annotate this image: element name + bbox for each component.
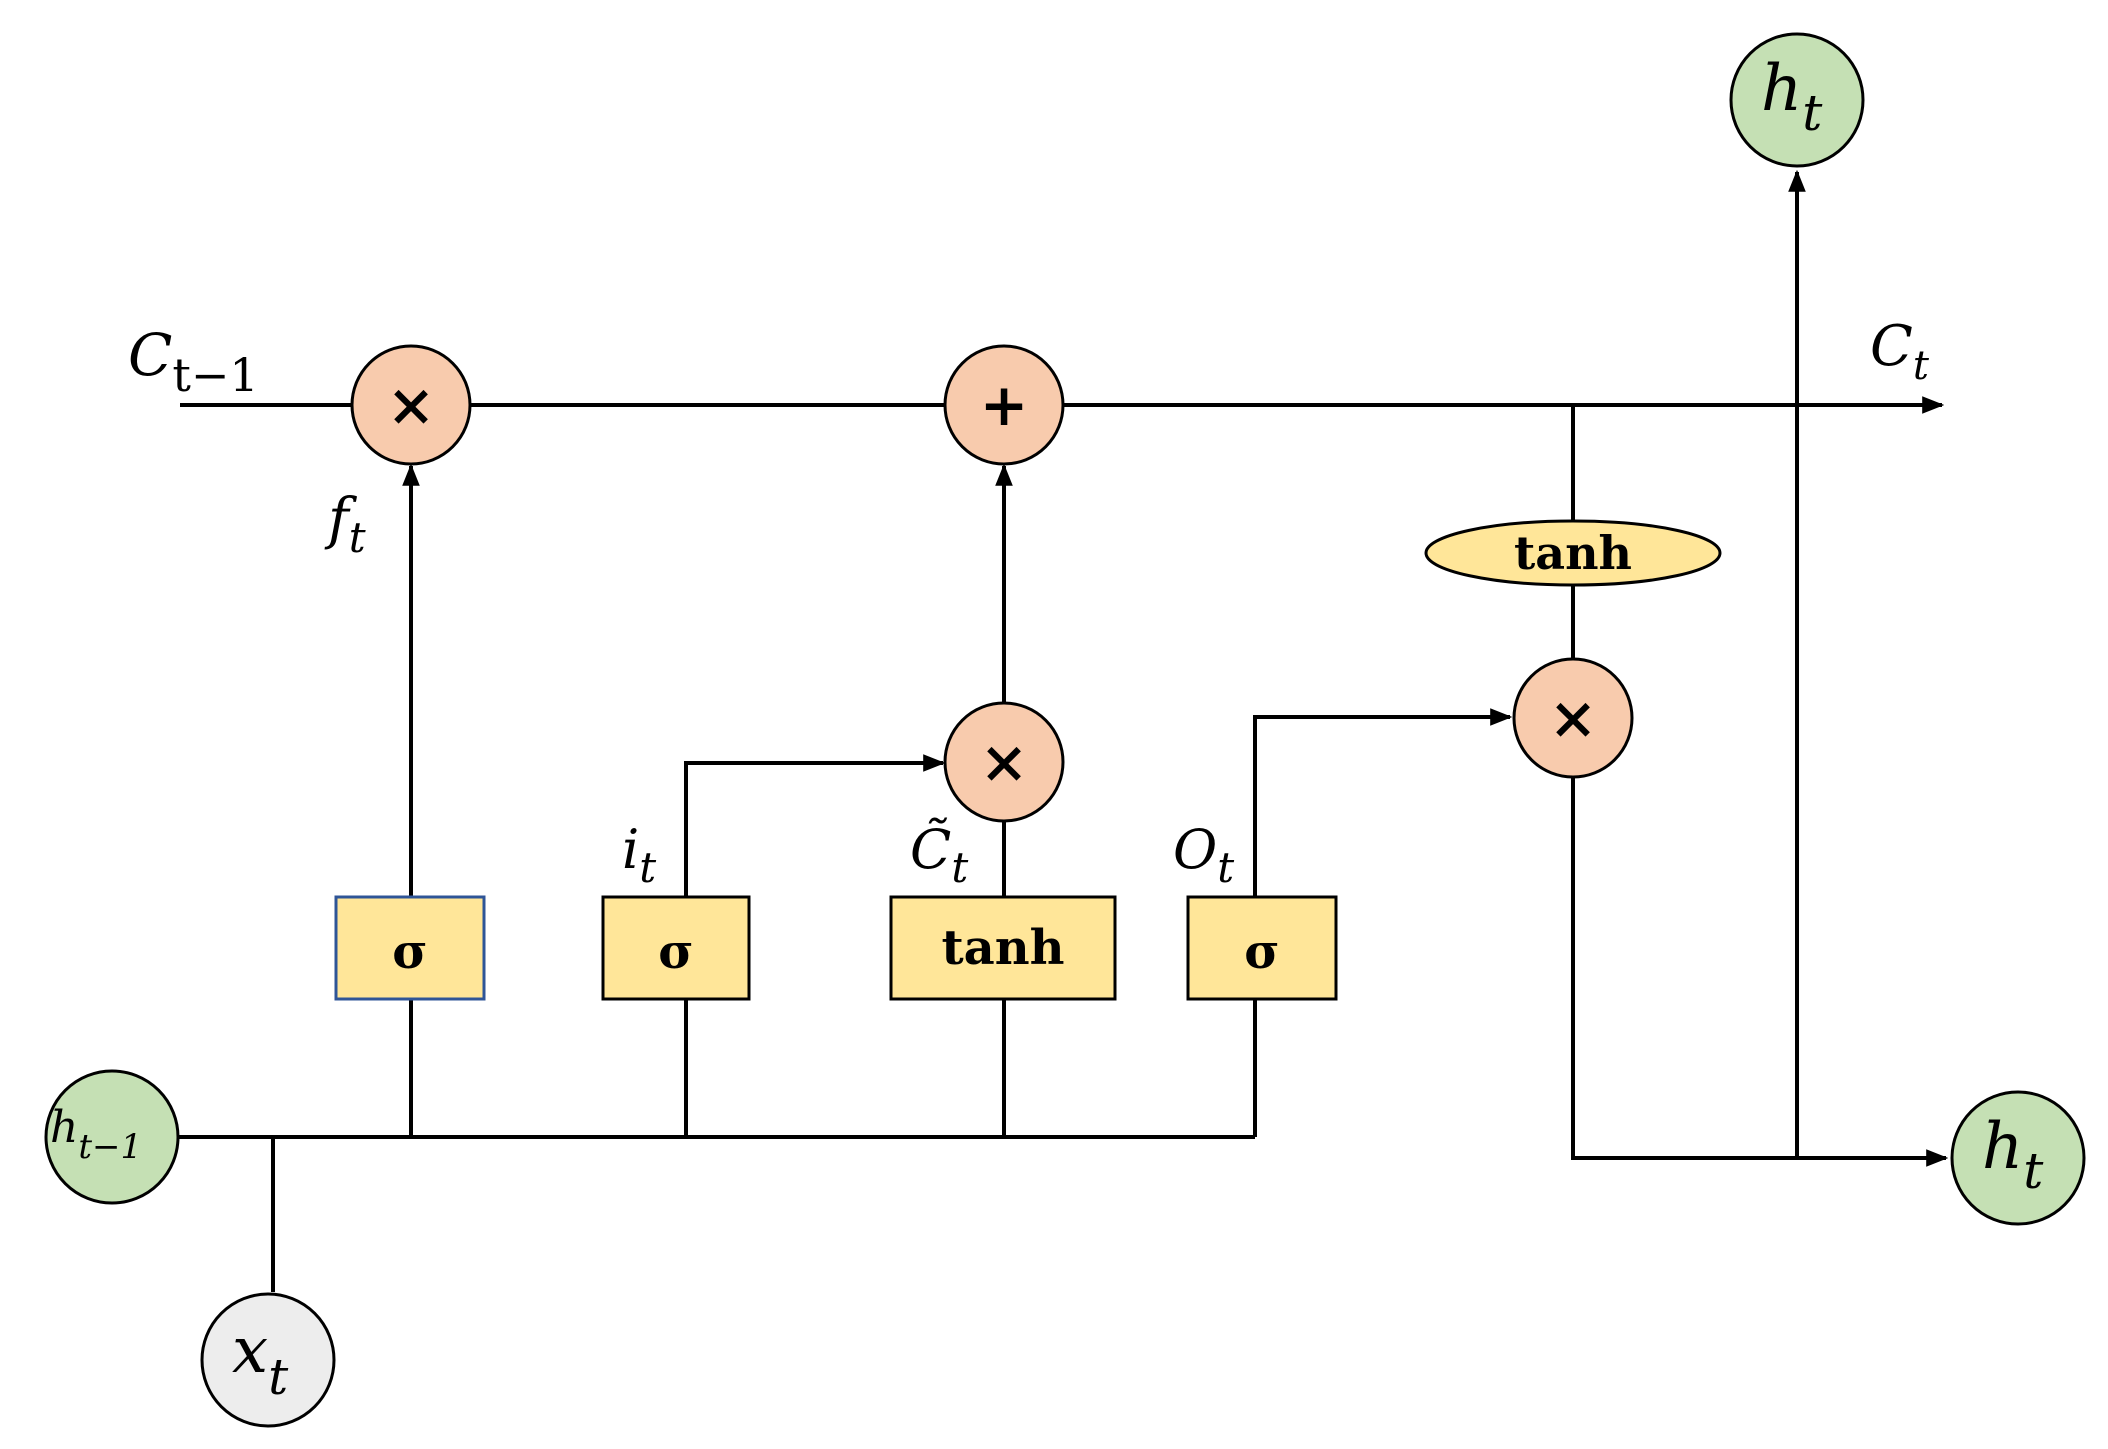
input-gate-base: i bbox=[622, 818, 639, 881]
c-prev-sub: t−1 bbox=[172, 348, 258, 402]
candidate-gate-label: C̃t bbox=[910, 817, 968, 892]
h-right-output-node: ht bbox=[1950, 1090, 2086, 1226]
candidate-gate-base: C̃ bbox=[910, 817, 951, 881]
output-gate-base: O bbox=[1173, 818, 1217, 881]
input-sigma-layer: σ bbox=[601, 895, 751, 1001]
x-base: x bbox=[232, 1314, 268, 1388]
output-gate-label: Ot bbox=[1173, 818, 1234, 892]
x-sub: t bbox=[268, 1348, 289, 1406]
output-to-h-arrow bbox=[1571, 778, 1949, 1167]
input-gate-label: it bbox=[622, 818, 656, 892]
output-gate-arrow bbox=[1253, 708, 1513, 897]
forget-sigma-layer: σ bbox=[334, 895, 486, 1001]
svg-text:ht: ht bbox=[1761, 52, 1823, 142]
forget-multiply-symbol: × bbox=[387, 371, 436, 439]
h-prev-base: h bbox=[50, 1102, 78, 1153]
h-top-output-node: ht bbox=[1729, 32, 1865, 168]
svg-text:ht−1: ht−1 bbox=[50, 1102, 142, 1167]
h-prev-node: ht−1 bbox=[44, 1069, 180, 1205]
forget-multiply-op: × bbox=[350, 344, 472, 466]
c-prev-label: Ct−1 bbox=[128, 321, 259, 402]
input-sigma-label: σ bbox=[658, 924, 693, 980]
candidate-tanh-layer: tanh bbox=[889, 895, 1117, 1001]
c-out-label: Ct bbox=[1870, 314, 1930, 389]
input-multiply-op: × bbox=[943, 701, 1065, 823]
cell-add-op: + bbox=[943, 344, 1065, 466]
cell-add-symbol: + bbox=[980, 371, 1029, 439]
output-multiply-symbol: × bbox=[1549, 684, 1598, 752]
svg-text:xt: xt bbox=[232, 1314, 289, 1406]
c-prev-base: C bbox=[128, 321, 172, 389]
cell-tanh-label: tanh bbox=[1514, 526, 1632, 580]
output-sigma-layer: σ bbox=[1186, 895, 1338, 1001]
h-top-sub: t bbox=[1802, 84, 1823, 142]
h-right-base: h bbox=[1982, 1110, 2023, 1184]
input-gate-sub: t bbox=[639, 843, 656, 892]
input-multiply-symbol: × bbox=[980, 728, 1029, 796]
forget-gate-label: ft bbox=[324, 487, 366, 562]
input-gate-arrow bbox=[684, 754, 946, 897]
c-out-sub: t bbox=[1913, 343, 1930, 389]
output-multiply-op: × bbox=[1512, 657, 1634, 779]
h-top-base: h bbox=[1761, 52, 1802, 126]
h-prev-sub: t−1 bbox=[78, 1127, 142, 1167]
output-gate-sub: t bbox=[1217, 843, 1234, 892]
cell-tanh-layer: tanh bbox=[1424, 519, 1722, 587]
connection-lines bbox=[178, 169, 1949, 1292]
h-right-sub: t bbox=[2023, 1142, 2044, 1200]
forget-gate-sub: t bbox=[349, 513, 366, 562]
candidate-tanh-label: tanh bbox=[941, 920, 1064, 976]
forget-sigma-label: σ bbox=[392, 924, 427, 980]
output-sigma-label: σ bbox=[1244, 924, 1279, 980]
x-input-node: xt bbox=[200, 1292, 336, 1428]
svg-text:ht: ht bbox=[1982, 1110, 2044, 1200]
c-out-base: C bbox=[1870, 314, 1913, 379]
candidate-gate-sub: t bbox=[951, 843, 968, 892]
